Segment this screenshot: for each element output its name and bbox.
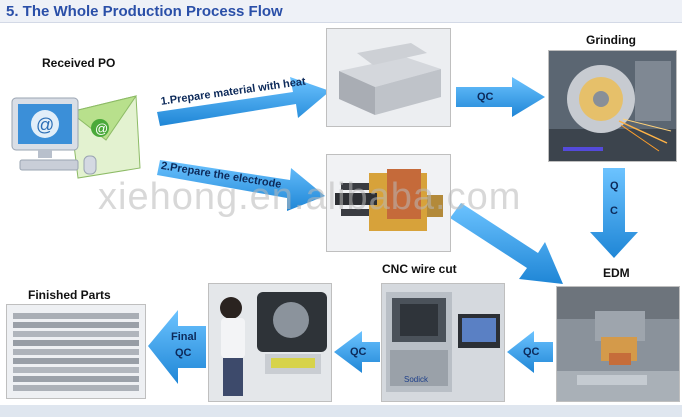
grinding-photo (548, 50, 677, 162)
title-bar: 5. The Whole Production Process Flow (0, 0, 682, 23)
arrow-label-qc-top: QC (477, 91, 494, 103)
bottom-bar (0, 405, 682, 417)
label-cnc-wire-cut: CNC wire cut (382, 262, 457, 276)
svg-text:@: @ (36, 115, 54, 135)
label-grinding: Grinding (586, 33, 636, 47)
arrow-label-qc-cnc: QC (350, 346, 367, 358)
label-finished-parts: Finished Parts (28, 288, 111, 302)
arrow-label-qc-edm: QC (523, 346, 540, 358)
label-received-po: Received PO (42, 56, 116, 70)
arrow-final-qc (148, 310, 206, 384)
arrow-label-final: Final (171, 331, 197, 343)
material-photo (326, 28, 451, 127)
label-edm: EDM (603, 266, 630, 280)
inspection-photo (208, 283, 332, 402)
page-title: 5. The Whole Production Process Flow (6, 3, 283, 20)
arrow-cnc-to-inspection (334, 331, 380, 373)
svg-text:@: @ (95, 121, 108, 136)
arrow-prepare-material (157, 77, 330, 126)
finished-parts-photo (6, 304, 146, 399)
edm-photo (556, 286, 680, 402)
arrow-prepare-electrode (157, 160, 325, 211)
arrow-label-final-qc: QC (175, 347, 192, 359)
email-computer-icon: @ @ (8, 90, 148, 186)
arrow-label-qc-v2: C (610, 205, 618, 217)
watermark: xiehong.en.alibaba.com (98, 176, 522, 218)
arrow-edm-to-cnc (507, 331, 553, 373)
svg-text:Sodick: Sodick (404, 375, 429, 384)
electrode-photo (326, 154, 451, 252)
cnc-wire-cut-photo: Sodick (381, 283, 505, 402)
arrow-qc-to-edm (590, 168, 638, 258)
arrow-electrode-to-edm (450, 203, 563, 284)
arrow-label-qc-v1: Q (610, 180, 619, 192)
arrow-qc-to-grinding (456, 77, 545, 117)
